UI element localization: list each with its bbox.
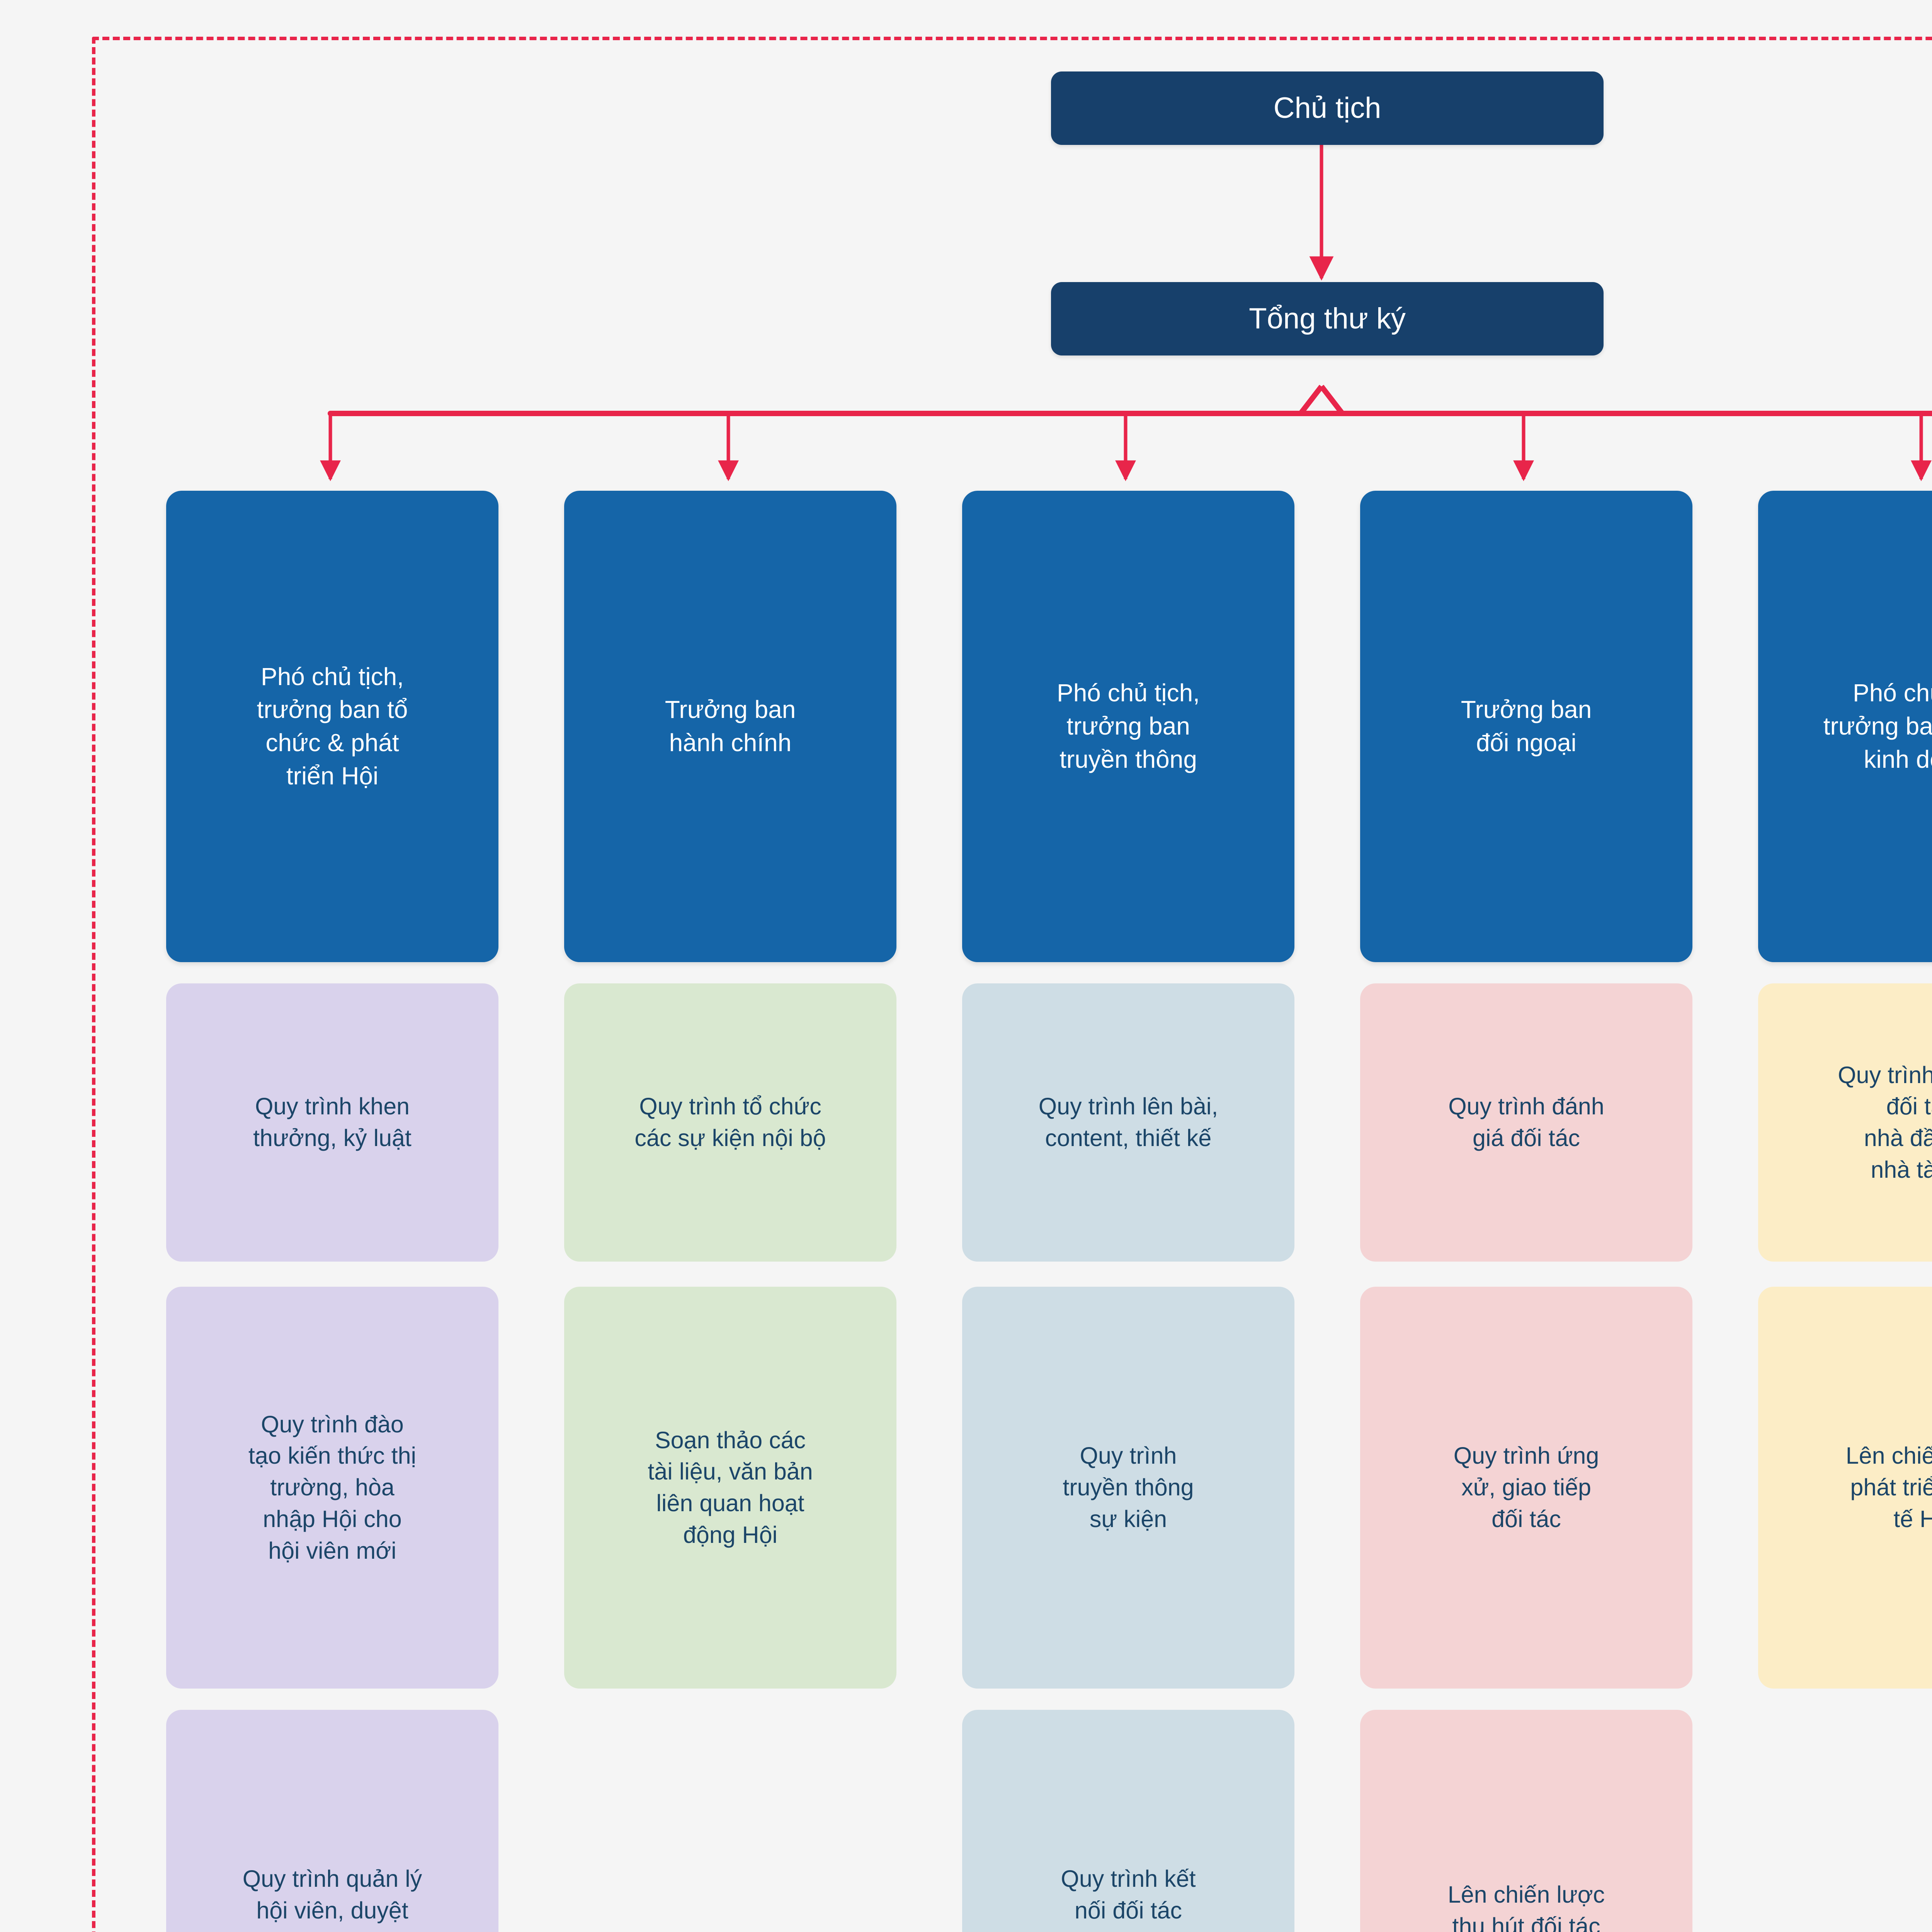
- process-c5-2[interactable]: Lên chiến lược phát triển kinh tế Hội: [1758, 1287, 1932, 1689]
- process-c1-3[interactable]: Quy trình quản lý hội viên, duyệt hội vi…: [166, 1710, 498, 1932]
- node-secretary-general[interactable]: Tổng thư ký: [1051, 282, 1604, 355]
- dept-head-4[interactable]: Trưởng ban đối ngoại: [1360, 491, 1692, 962]
- process-c5-1[interactable]: Quy trình kết nối đối tác, nhà đầu tư/ n…: [1758, 983, 1932, 1262]
- node-president[interactable]: Chủ tịch: [1051, 71, 1604, 145]
- process-c4-2[interactable]: Quy trình ứng xử, giao tiếp đối tác: [1360, 1287, 1692, 1689]
- process-c3-3[interactable]: Quy trình kết nối đối tác truyền thông: [962, 1710, 1294, 1932]
- dept-head-5[interactable]: Phó chủ tịch, trưởng ban đầu tư kinh doa…: [1758, 491, 1932, 962]
- dept-head-1[interactable]: Phó chủ tịch, trưởng ban tổ chức & phát …: [166, 491, 498, 962]
- process-c3-2[interactable]: Quy trình truyền thông sự kiện: [962, 1287, 1294, 1689]
- process-c4-1[interactable]: Quy trình đánh giá đối tác: [1360, 983, 1692, 1262]
- process-c1-1[interactable]: Quy trình khen thưởng, kỷ luật: [166, 983, 498, 1262]
- process-c2-2[interactable]: Soạn thảo các tài liệu, văn bản liên qua…: [564, 1287, 896, 1689]
- process-c1-2[interactable]: Quy trình đào tạo kiến thức thị trường, …: [166, 1287, 498, 1689]
- process-c3-1[interactable]: Quy trình lên bài, content, thiết kế: [962, 983, 1294, 1262]
- dept-head-2[interactable]: Trưởng ban hành chính: [564, 491, 896, 962]
- process-c2-1[interactable]: Quy trình tổ chức các sự kiện nội bộ: [564, 983, 896, 1262]
- dept-head-3[interactable]: Phó chủ tịch, trưởng ban truyền thông: [962, 491, 1294, 962]
- process-c4-3[interactable]: Lên chiến lược thu hút đối tác: [1360, 1710, 1692, 1932]
